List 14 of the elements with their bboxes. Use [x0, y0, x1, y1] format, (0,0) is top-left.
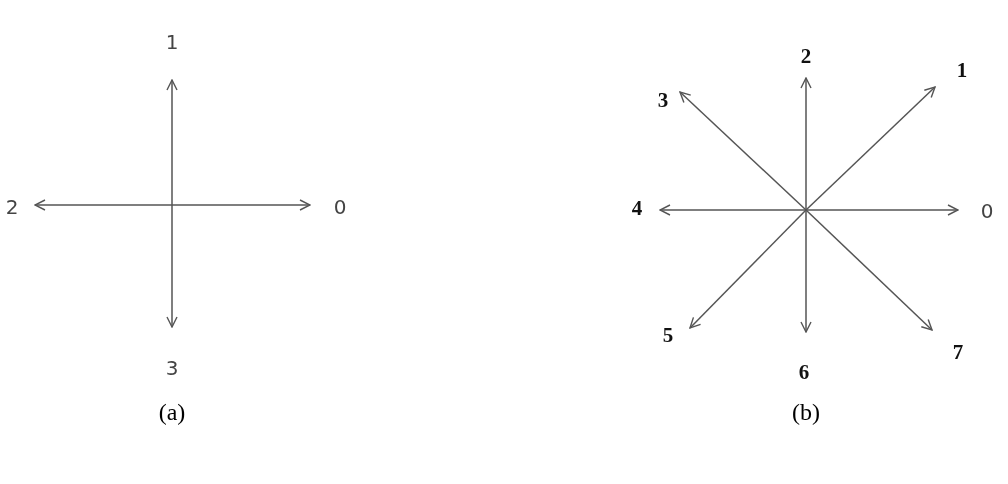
direction-label: 1	[956, 59, 968, 81]
direction-label: 2	[5, 197, 19, 217]
direction-label: 3	[165, 358, 179, 378]
direction-label: 1	[165, 32, 179, 52]
direction-label: 2	[800, 45, 812, 67]
direction-label: 3	[657, 89, 669, 111]
direction-label: 7	[952, 341, 964, 363]
direction-label: 4	[631, 197, 643, 219]
direction-label: 0	[333, 197, 347, 217]
caption: (a)	[158, 400, 186, 424]
direction-label: 5	[662, 324, 674, 346]
caption: (b)	[792, 400, 820, 424]
direction-label: 6	[798, 361, 810, 383]
direction-label: 0	[980, 201, 994, 221]
